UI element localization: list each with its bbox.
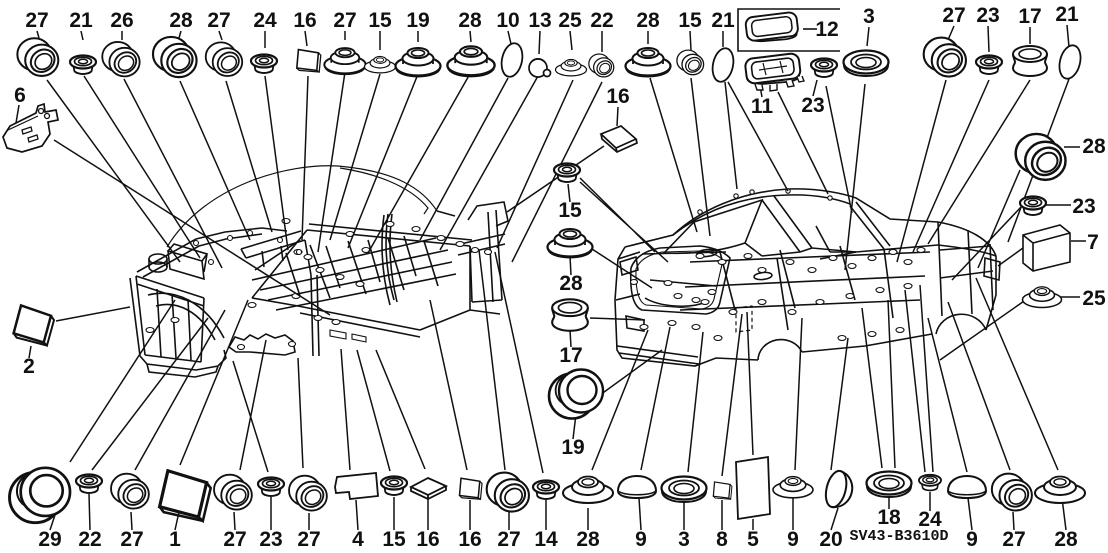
svg-text:16: 16	[416, 528, 439, 551]
svg-text:24: 24	[253, 9, 277, 32]
svg-text:27: 27	[25, 9, 48, 32]
svg-text:28: 28	[1054, 528, 1078, 551]
svg-text:6: 6	[14, 84, 26, 107]
svg-text:21: 21	[711, 9, 735, 32]
svg-text:28: 28	[1082, 135, 1106, 158]
svg-text:9: 9	[635, 528, 647, 551]
svg-text:1: 1	[169, 528, 181, 551]
svg-text:15: 15	[558, 199, 582, 222]
svg-text:13: 13	[528, 9, 551, 32]
svg-text:2: 2	[23, 355, 35, 378]
svg-text:24: 24	[918, 508, 942, 531]
svg-text:19: 19	[406, 9, 429, 32]
svg-text:23: 23	[259, 528, 282, 551]
svg-text:11: 11	[751, 95, 774, 118]
svg-text:27: 27	[497, 528, 520, 551]
svg-text:3: 3	[863, 5, 875, 28]
svg-text:21: 21	[1055, 3, 1079, 26]
svg-text:20: 20	[819, 528, 842, 551]
svg-text:15: 15	[368, 9, 392, 32]
svg-text:10: 10	[496, 9, 519, 32]
svg-text:28: 28	[576, 528, 600, 551]
svg-text:7: 7	[1087, 231, 1099, 254]
svg-text:28: 28	[636, 9, 660, 32]
svg-text:12: 12	[815, 18, 838, 41]
svg-text:14: 14	[534, 528, 558, 551]
svg-text:27: 27	[1002, 528, 1025, 551]
svg-text:5: 5	[747, 528, 759, 551]
svg-text:28: 28	[458, 9, 482, 32]
svg-text:19: 19	[561, 436, 584, 459]
svg-text:4: 4	[352, 528, 364, 551]
svg-text:28: 28	[559, 272, 583, 295]
svg-text:17: 17	[559, 344, 582, 367]
svg-text:29: 29	[38, 528, 61, 551]
svg-text:15: 15	[678, 9, 702, 32]
svg-text:27: 27	[120, 528, 143, 551]
svg-text:25: 25	[1082, 287, 1106, 310]
svg-text:18: 18	[877, 506, 901, 529]
svg-text:22: 22	[78, 528, 101, 551]
svg-text:27: 27	[223, 528, 246, 551]
svg-text:27: 27	[297, 528, 320, 551]
svg-text:27: 27	[207, 9, 230, 32]
svg-text:23: 23	[976, 4, 999, 27]
svg-text:16: 16	[606, 85, 629, 108]
svg-text:21: 21	[69, 9, 93, 32]
svg-text:28: 28	[169, 9, 193, 32]
svg-text:16: 16	[458, 528, 481, 551]
svg-text:16: 16	[293, 9, 316, 32]
svg-text:8: 8	[716, 528, 728, 551]
svg-text:15: 15	[382, 528, 406, 551]
svg-text:SV43-B3610D: SV43-B3610D	[849, 528, 948, 545]
svg-text:25: 25	[558, 9, 582, 32]
svg-text:26: 26	[110, 9, 133, 32]
svg-text:27: 27	[942, 4, 965, 27]
svg-text:23: 23	[1072, 195, 1095, 218]
svg-text:27: 27	[333, 9, 356, 32]
svg-text:9: 9	[787, 528, 799, 551]
svg-text:22: 22	[590, 9, 613, 32]
svg-text:3: 3	[678, 528, 690, 551]
svg-text:23: 23	[801, 94, 824, 117]
svg-text:9: 9	[966, 528, 978, 551]
svg-text:17: 17	[1018, 5, 1041, 28]
